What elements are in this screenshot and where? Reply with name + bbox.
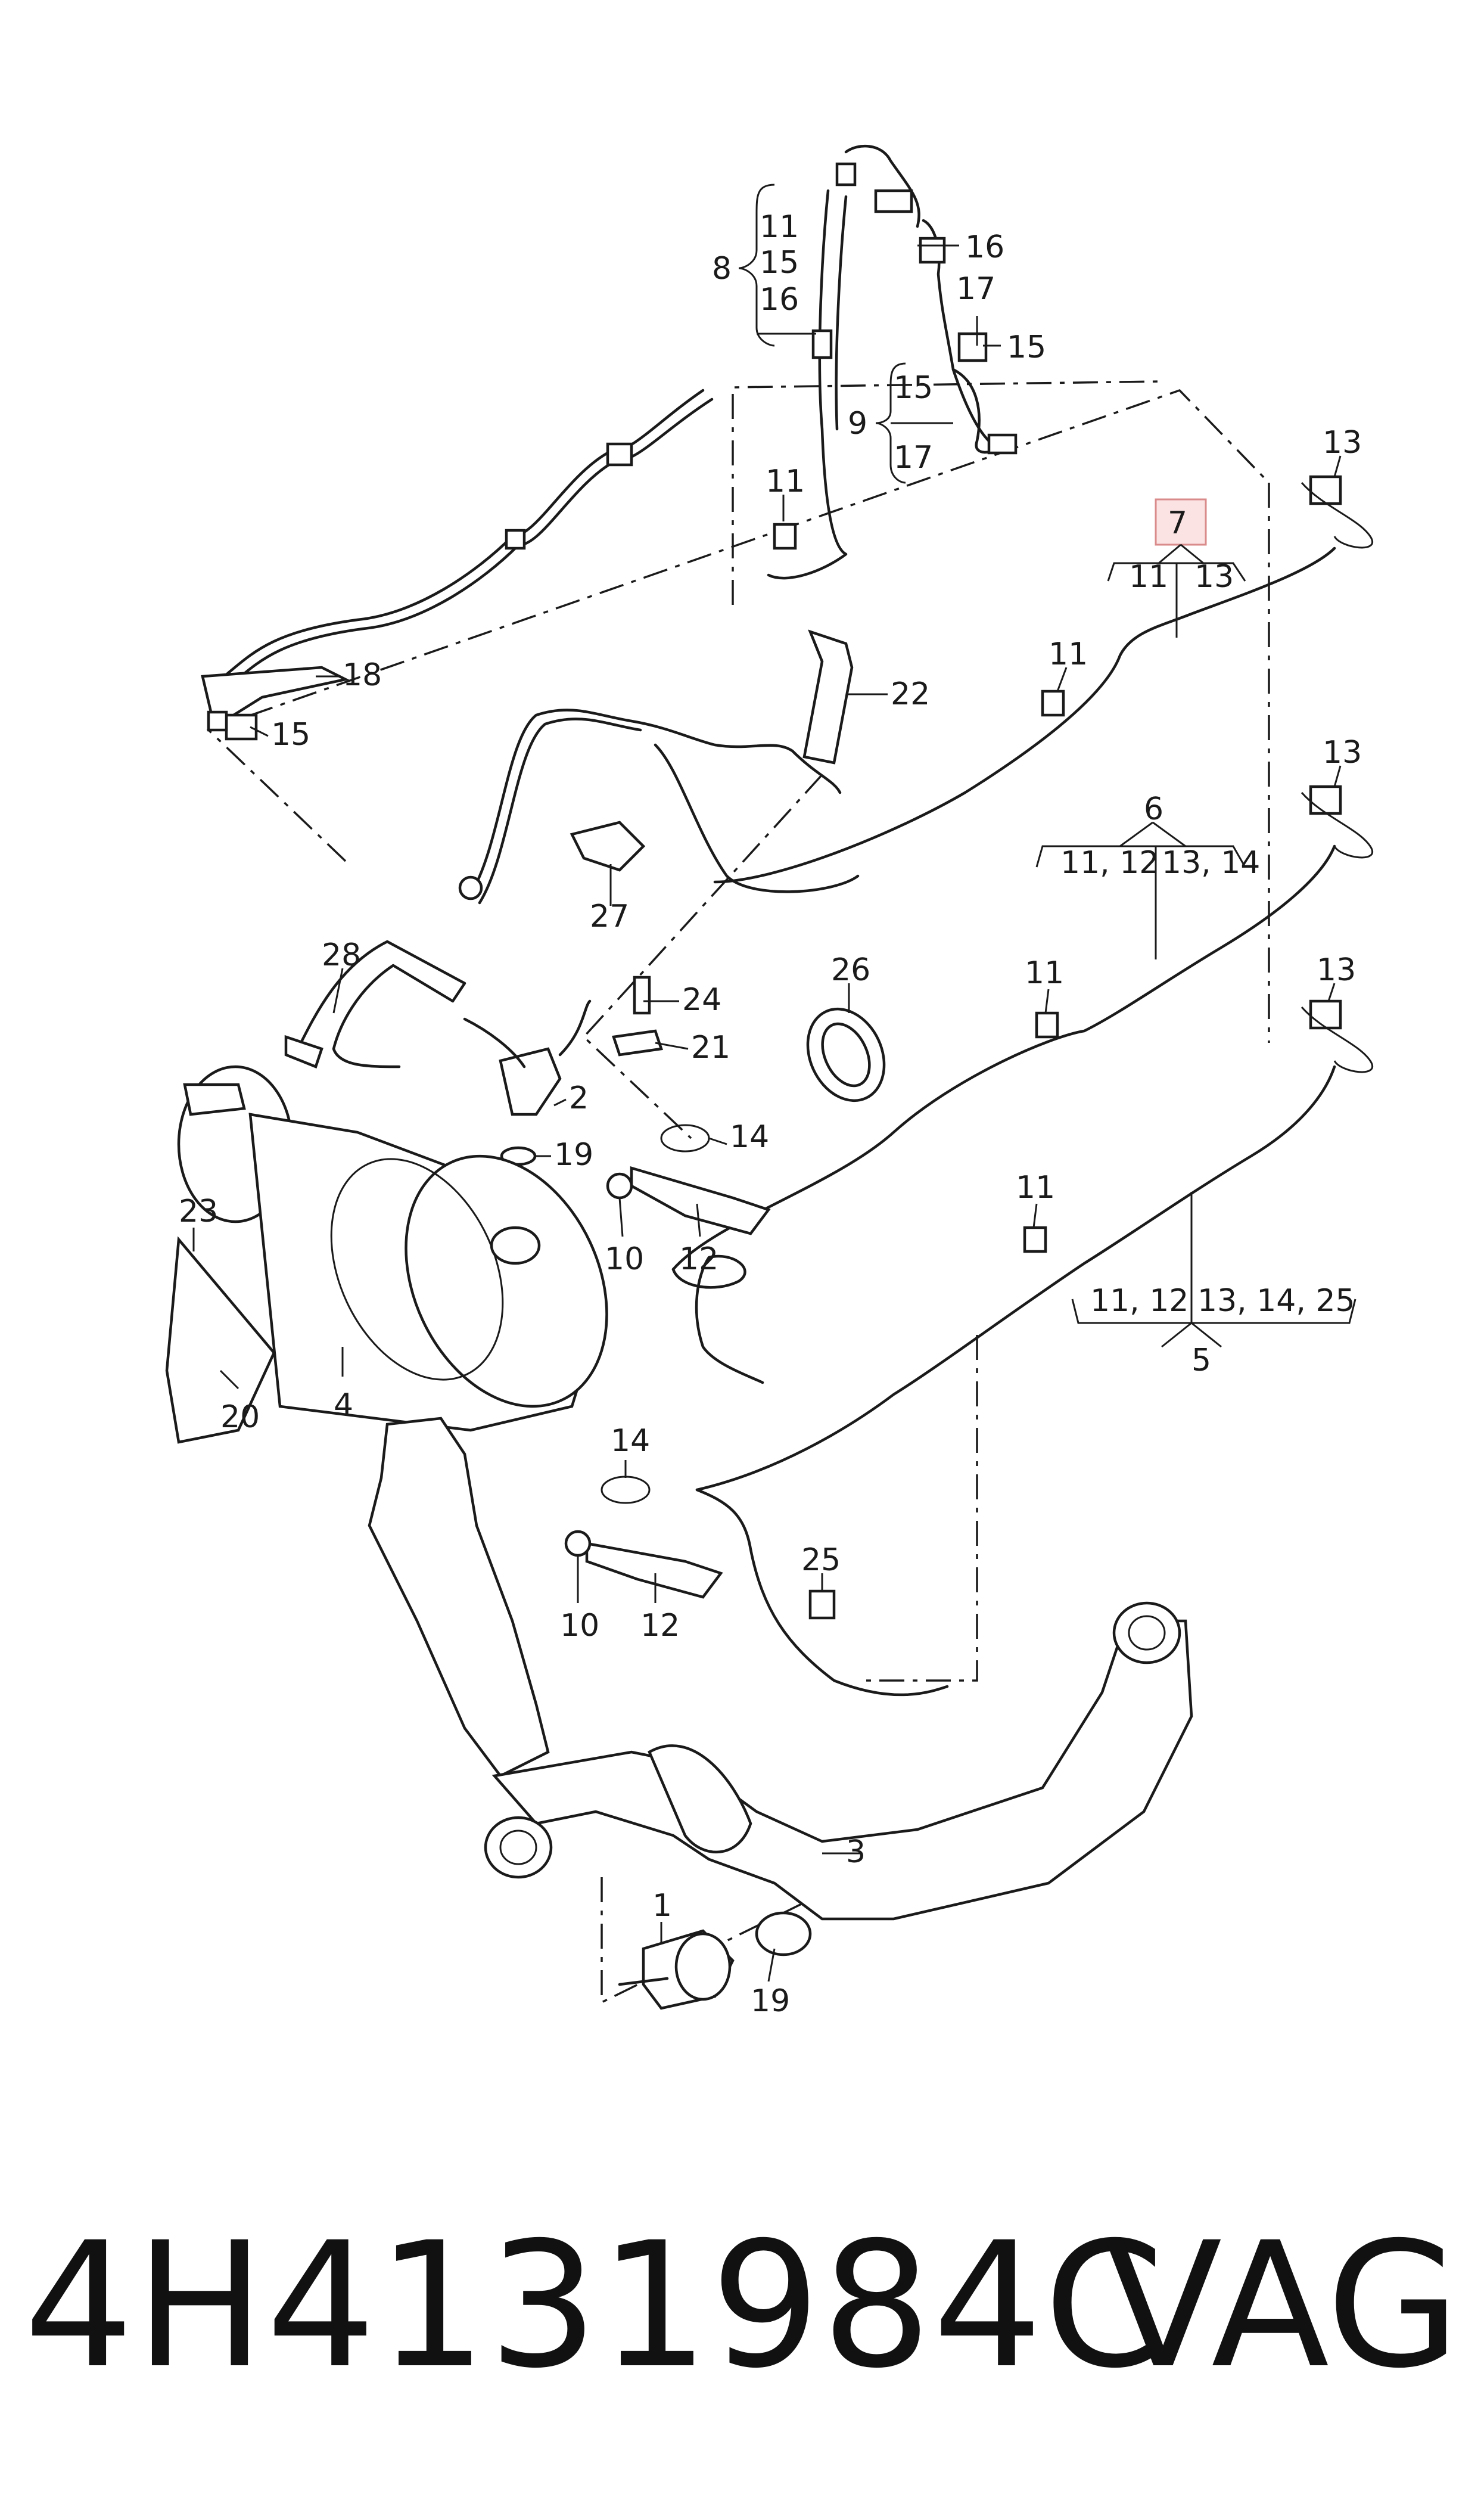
label-11d: 11	[1025, 955, 1064, 991]
label-6-sub-b: 13, 14	[1162, 845, 1260, 881]
label-15d: 15	[271, 717, 310, 753]
label-15c: 15	[894, 370, 933, 406]
label-12a: 12	[679, 1241, 718, 1277]
label-13c: 13	[1317, 952, 1356, 988]
front-pipe-3	[368, 1417, 1193, 1956]
footer: 4H4131984C VAG	[0, 2217, 1484, 2396]
label-11e: 11	[1016, 1170, 1055, 1206]
label-1: 1	[652, 1888, 672, 1924]
label-15b: 15	[1007, 330, 1046, 365]
sensor-2-and-hardware	[463, 976, 886, 1599]
label-7-sub-b: 13	[1194, 559, 1234, 595]
assembly-frames	[206, 380, 1270, 2004]
bracket-28	[284, 940, 466, 1069]
sensor-cable-5	[695, 999, 1373, 1697]
harness-22-27	[458, 629, 860, 905]
label-3: 3	[846, 1834, 866, 1870]
label-19a: 19	[554, 1137, 593, 1173]
part-number-text: 4H4131984C	[24, 2206, 1166, 2406]
label-11a: 11	[760, 209, 799, 245]
label-11b: 11	[766, 464, 805, 499]
brand-text: VAG	[1104, 2206, 1460, 2406]
label-5-sub-a: 11, 12	[1090, 1283, 1189, 1319]
particulate-filter-4	[165, 1065, 608, 1444]
sensor-cable-7	[713, 475, 1373, 884]
label-24: 24	[682, 982, 721, 1018]
label-8: 8	[712, 251, 732, 287]
label-5: 5	[1191, 1343, 1211, 1378]
label-5-sub-b: 13, 14, 25	[1197, 1283, 1355, 1319]
harness-18-15	[201, 389, 714, 741]
label-16b: 16	[965, 229, 1004, 265]
label-10a: 10	[605, 1241, 644, 1277]
label-7-sub-a: 11	[1129, 559, 1168, 595]
label-9: 9	[848, 406, 867, 442]
label-10b: 10	[560, 1608, 599, 1644]
label-28: 28	[322, 937, 361, 973]
label-6: 6	[1144, 791, 1163, 827]
label-25: 25	[801, 1542, 841, 1578]
sensor-cable-6	[671, 785, 1373, 1384]
label-13a: 13	[1323, 425, 1362, 461]
label-14b: 14	[611, 1423, 650, 1459]
label-4: 4	[334, 1387, 353, 1423]
label-16a: 16	[760, 282, 799, 318]
label-12b: 12	[640, 1608, 680, 1644]
label-20: 20	[220, 1399, 260, 1435]
label-26: 26	[831, 952, 870, 988]
label-27: 27	[590, 899, 629, 934]
part-labels: 8 11 15 16 16 17 15 9 15 17 11 13 7 11 1…	[179, 209, 1362, 2019]
highlight-box-7	[1155, 498, 1207, 546]
label-15a: 15	[760, 245, 799, 281]
label-2: 2	[569, 1080, 589, 1116]
label-14a: 14	[730, 1119, 769, 1155]
label-19b: 19	[751, 1983, 790, 2019]
label-17b: 17	[894, 440, 933, 476]
label-18: 18	[343, 657, 382, 693]
label-17a: 17	[956, 271, 995, 307]
sensor-1	[618, 1929, 735, 2010]
label-23: 23	[179, 1194, 218, 1229]
label-22: 22	[891, 676, 930, 712]
sensor-harness-8-9	[767, 144, 1018, 580]
label-11c: 11	[1049, 636, 1088, 672]
label-7: 7	[1168, 505, 1187, 541]
label-21: 21	[691, 1030, 730, 1066]
label-6-sub-a: 11, 12	[1060, 845, 1159, 881]
label-13b: 13	[1323, 735, 1362, 771]
leader-lines	[192, 184, 1357, 1982]
